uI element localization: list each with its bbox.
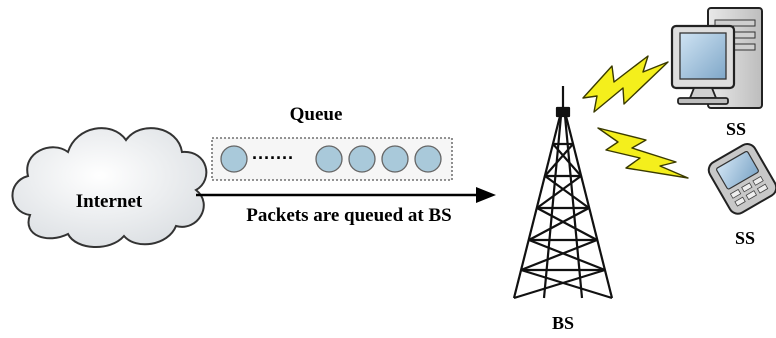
mobile-phone-icon xyxy=(707,143,776,215)
cloud-icon xyxy=(11,127,208,249)
subscriber-station-desktop: SS xyxy=(670,7,763,139)
queue-ellipsis: ······· xyxy=(252,148,294,168)
link-arrow: Packets are queued at BS xyxy=(196,187,496,226)
queue-packet xyxy=(414,145,442,173)
queue-packet xyxy=(315,145,343,173)
wireless-link-lower xyxy=(597,127,689,179)
internet-label: Internet xyxy=(76,191,143,212)
bs-label: BS xyxy=(552,313,574,333)
queue-packet xyxy=(381,145,409,173)
subscriber-station-phone: SS xyxy=(707,143,776,248)
link-label: Packets are queued at BS xyxy=(246,205,451,226)
queue-label: Queue xyxy=(290,104,343,125)
ss-phone-label: SS xyxy=(735,228,755,248)
queue: Queue ······· xyxy=(211,104,453,181)
queue-packet xyxy=(348,145,376,173)
lightning-icon xyxy=(597,127,689,179)
cell-tower-icon xyxy=(512,86,614,300)
arrow-head xyxy=(476,187,496,203)
desktop-computer-icon xyxy=(670,7,763,109)
queue-packet xyxy=(220,145,248,173)
internet-cloud: Internet xyxy=(11,127,208,249)
wireless-link-upper xyxy=(582,55,669,113)
lightning-icon xyxy=(582,55,669,113)
base-station: BS xyxy=(512,86,614,333)
ss-desktop-label: SS xyxy=(726,119,746,139)
